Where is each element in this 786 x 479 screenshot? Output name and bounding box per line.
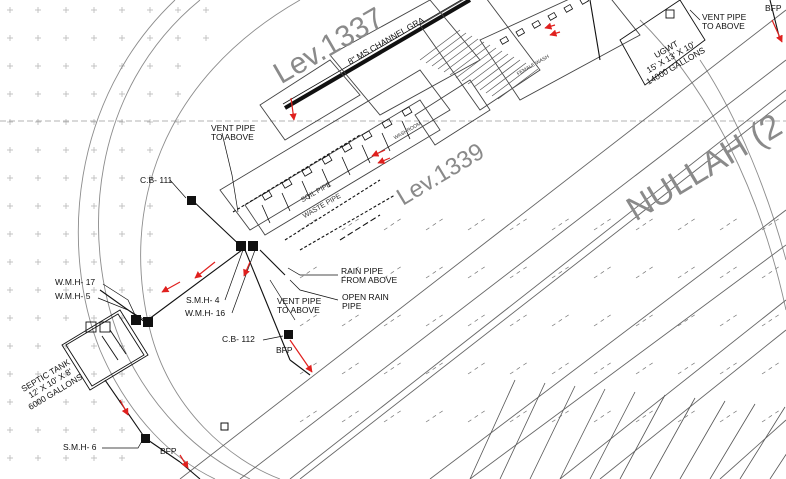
vent-pipe-left-line2: TO ABOVE — [211, 132, 254, 143]
vent-pipe-bottom-line1: VENT PIPE — [277, 296, 322, 306]
vent-pipe-left: VENT PIPE TO ABOVE — [211, 123, 256, 143]
open-rain-line1: OPEN RAIN — [342, 292, 389, 302]
rain-pipe-label: RAIN PIPE FROM ABOVE — [341, 266, 398, 286]
wmh-16-label: W.M.H- 16 — [185, 308, 226, 318]
wmh-5-marker — [143, 317, 153, 327]
vent-pipe-bottom: VENT PIPE TO ABOVE — [277, 296, 322, 316]
bfp-middle-label: BFP — [276, 345, 293, 355]
grid-crosses — [7, 7, 209, 461]
manholes — [131, 196, 293, 443]
smh-6-label: S.M.H- 6 — [63, 442, 97, 452]
channel-grating-line — [283, 0, 472, 110]
cb-111-label: C.B- 111 — [140, 175, 173, 185]
road-curves — [77, 0, 786, 479]
wmh-17-marker — [131, 315, 141, 325]
vent-pipe-bottom-line2: TO ABOVE — [277, 305, 320, 316]
smh-4-marker — [236, 241, 246, 251]
pipe-runs — [99, 0, 781, 479]
nullah-hatching — [299, 217, 781, 423]
rain-pipe-line1: RAIN PIPE — [341, 266, 384, 276]
vent-pipe-top-right: VENT PIPE TO ABOVE — [702, 12, 747, 32]
wmh-17-label: W.M.H- 17 — [55, 277, 96, 287]
building-outline — [219, 0, 641, 236]
rain-pipe-line2: FROM ABOVE — [341, 275, 398, 286]
ugwt-tank — [619, 0, 706, 86]
septic-tank — [61, 309, 149, 391]
bfp-top-right: BFP — [765, 3, 782, 13]
toilet-fixtures — [261, 0, 590, 224]
open-rain-pipe-label: OPEN RAIN PIPE — [342, 292, 389, 312]
smh-6-marker — [141, 434, 150, 443]
stair-lines — [419, 29, 539, 100]
cb-111-marker — [187, 196, 196, 205]
leader-lines — [97, 9, 701, 449]
vent-pipe-left-line1: VENT PIPE — [211, 123, 256, 133]
vent-pipe-tr-line2: TO ABOVE — [702, 21, 745, 32]
bfp-bottom-label: BFP — [160, 446, 177, 456]
nullah-banks — [179, 9, 786, 479]
cb-112-marker — [284, 330, 293, 339]
bottom-stripes — [469, 379, 786, 479]
cb-112-label: C.B- 112 — [222, 334, 255, 344]
wmh-16-marker — [248, 241, 258, 251]
open-rain-line2: PIPE — [342, 301, 362, 312]
smh-4-label: S.M.H- 4 — [186, 295, 220, 305]
flow-arrows — [119, 19, 783, 469]
vent-pipe-tr-line1: VENT PIPE — [702, 12, 747, 22]
wmh-5-label: W.M.H- 5 — [55, 291, 91, 301]
